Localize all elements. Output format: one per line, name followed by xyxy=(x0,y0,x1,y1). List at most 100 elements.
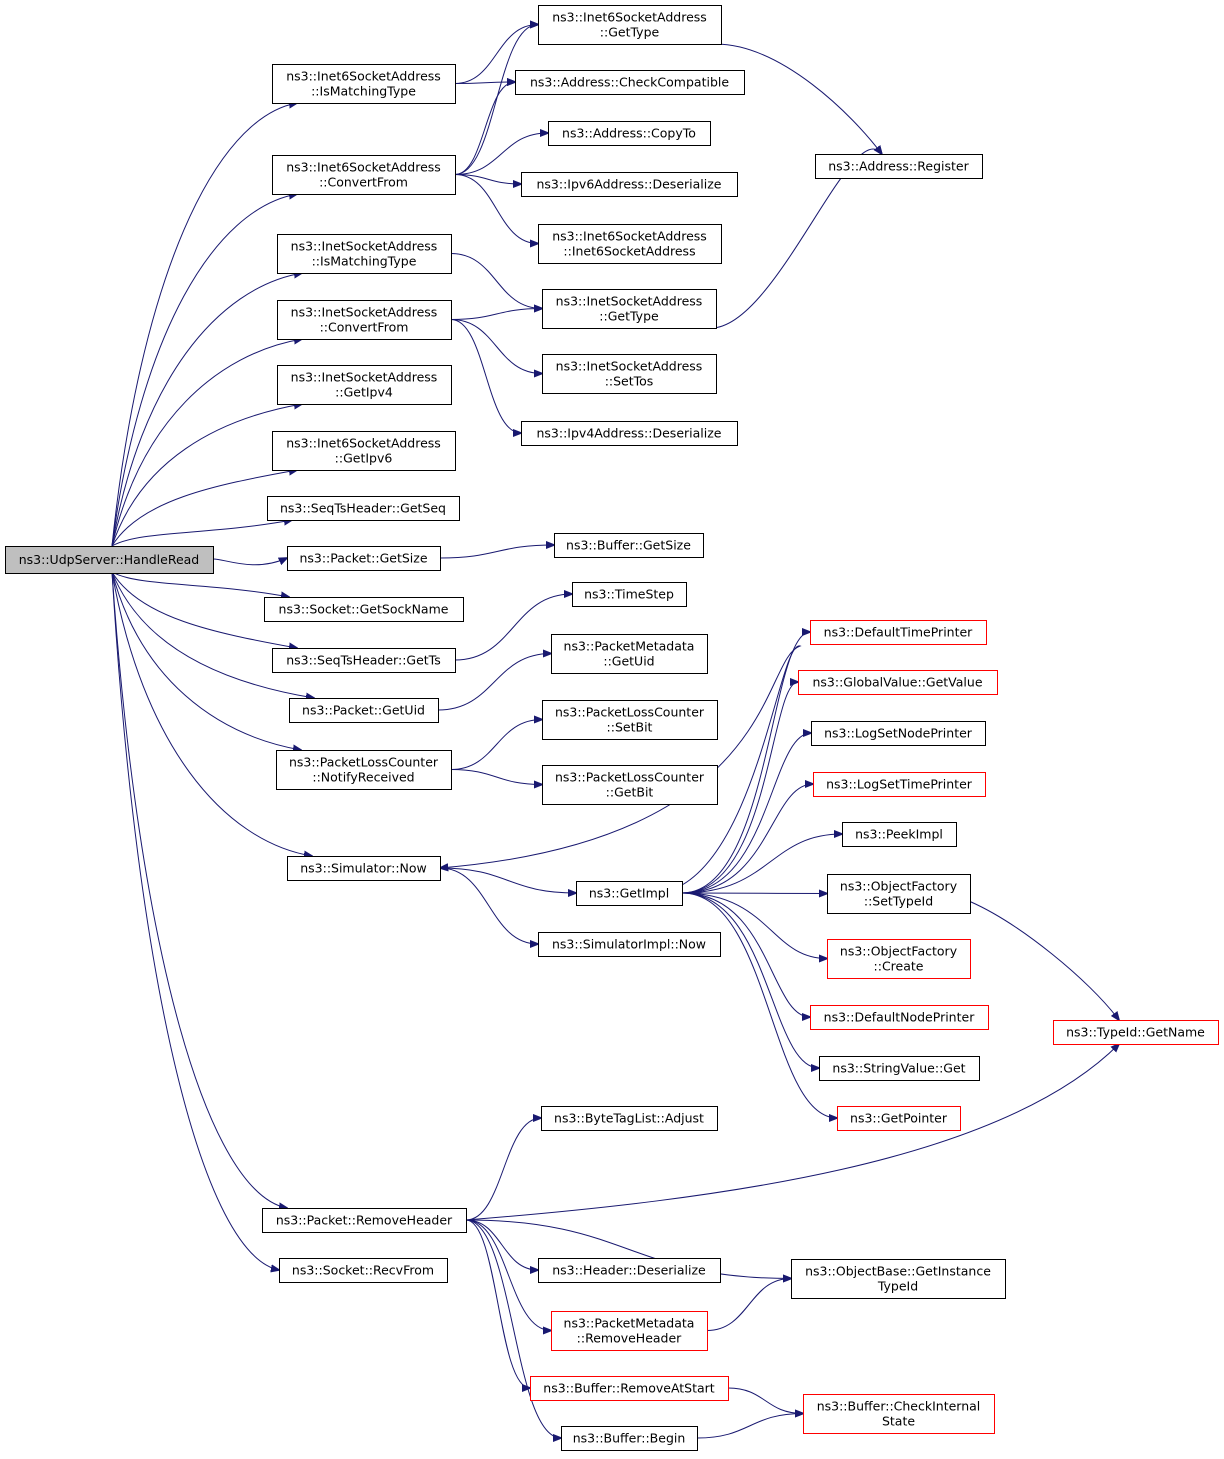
node-typeid-getname[interactable]: ns3::TypeId::GetName xyxy=(1053,1020,1219,1045)
node-addr-checkcompat[interactable]: ns3::Address::CheckCompatible xyxy=(515,70,745,95)
node-label: ::SetTos xyxy=(605,374,654,389)
node-i4-settos[interactable]: ns3::InetSocketAddress::SetTos xyxy=(542,354,717,394)
node-i4-gettype[interactable]: ns3::InetSocketAddress::GetType xyxy=(542,289,717,329)
node-label: ns3::Simulator::Now xyxy=(300,861,427,876)
node-plc-notify[interactable]: ns3::PacketLossCounter::NotifyReceived xyxy=(276,750,452,790)
node-i6-ismatch[interactable]: ns3::Inet6SocketAddress::IsMatchingType xyxy=(272,64,456,104)
edge-plc_notify-plc_getbit xyxy=(450,769,542,785)
node-label: ns3::SeqTsHeader::GetTs xyxy=(286,653,441,668)
node-plc-getbit[interactable]: ns3::PacketLossCounter::GetBit xyxy=(542,765,718,805)
node-box xyxy=(810,1005,989,1030)
node-hdr-deserialize[interactable]: ns3::Header::Deserialize xyxy=(538,1258,721,1283)
edge-root-sock_recvfrom xyxy=(111,571,279,1270)
node-i6-gettype[interactable]: ns3::Inet6SocketAddress::GetType xyxy=(538,5,722,45)
node-box xyxy=(837,1106,961,1131)
node-i6-ctor[interactable]: ns3::Inet6SocketAddress::Inet6SocketAddr… xyxy=(538,224,722,264)
node-buf-getsize[interactable]: ns3::Buffer::GetSize xyxy=(554,533,704,558)
node-ipv4-deserialize[interactable]: ns3::Ipv4Address::Deserialize xyxy=(521,421,738,446)
node-label: ns3::PeekImpl xyxy=(855,827,943,842)
edge-i4_gettype-addr_register xyxy=(710,149,882,329)
node-box xyxy=(279,1258,448,1283)
node-defaultnodeprinter[interactable]: ns3::DefaultNodePrinter xyxy=(810,1005,989,1030)
node-i4-ismatch[interactable]: ns3::InetSocketAddress::IsMatchingType xyxy=(277,234,452,274)
edge-of_settypeid-typeid_getname xyxy=(969,901,1119,1021)
node-sock-getsockname[interactable]: ns3::Socket::GetSockName xyxy=(264,597,464,622)
node-sock-recvfrom[interactable]: ns3::Socket::RecvFrom xyxy=(279,1258,448,1283)
node-seq-getts[interactable]: ns3::SeqTsHeader::GetTs xyxy=(272,648,456,673)
node-box xyxy=(811,721,986,746)
node-box xyxy=(542,354,717,394)
node-label: ns3::Buffer::RemoveAtStart xyxy=(543,1381,715,1396)
node-box xyxy=(815,154,983,179)
node-label: ns3::InetSocketAddress xyxy=(291,370,438,385)
edge-i6_convert-i6_gettype xyxy=(454,25,538,175)
node-box xyxy=(548,121,711,146)
node-box xyxy=(272,64,456,104)
node-addr-register[interactable]: ns3::Address::Register xyxy=(815,154,983,179)
node-pkt-getsize[interactable]: ns3::Packet::GetSize xyxy=(287,546,441,571)
node-peekimpl[interactable]: ns3::PeekImpl xyxy=(842,822,957,847)
node-seq-getseq[interactable]: ns3::SeqTsHeader::GetSeq xyxy=(267,496,460,521)
node-label: ::SetBit xyxy=(607,720,653,735)
node-pm-getuid[interactable]: ns3::PacketMetadata::GetUid xyxy=(551,634,708,674)
node-gv-getvalue[interactable]: ns3::GlobalValue::GetValue xyxy=(798,670,998,695)
node-logsettimeprinter[interactable]: ns3::LogSetTimePrinter xyxy=(813,772,986,797)
node-box xyxy=(515,70,745,95)
node-label: ns3::DefaultNodePrinter xyxy=(824,1010,976,1025)
node-buf-removeatstart[interactable]: ns3::Buffer::RemoveAtStart xyxy=(530,1376,729,1401)
node-pkt-removeheader[interactable]: ns3::Packet::RemoveHeader xyxy=(262,1208,467,1233)
edge-i4_convert-i4_gettype xyxy=(450,309,542,320)
node-box xyxy=(272,155,456,195)
node-i6-convert[interactable]: ns3::Inet6SocketAddress::ConvertFrom xyxy=(272,155,456,195)
edge-getimpl-logsettimeprinter xyxy=(681,784,813,894)
edge-root-sock_getsockname xyxy=(111,571,289,597)
node-box xyxy=(819,1056,980,1081)
edge-pkt_removeheader-btl_adjust xyxy=(465,1118,541,1221)
node-label: ns3::InetSocketAddress xyxy=(291,305,438,320)
edge-root-pkt_getuid xyxy=(111,571,314,698)
node-label: ns3::InetSocketAddress xyxy=(556,294,703,309)
node-i4-getipv4[interactable]: ns3::InetSocketAddress::GetIpv4 xyxy=(277,365,452,405)
node-i6-getipv6[interactable]: ns3::Inet6SocketAddress::GetIpv6 xyxy=(272,431,456,471)
node-box xyxy=(289,698,439,723)
node-getimpl[interactable]: ns3::GetImpl xyxy=(576,881,683,906)
node-label: ns3::GlobalValue::GetValue xyxy=(812,675,982,690)
edge-root-i6_getipv6 xyxy=(111,470,297,547)
node-logsetnodeprinter[interactable]: ns3::LogSetNodePrinter xyxy=(811,721,986,746)
node-label: ns3::Buffer::GetSize xyxy=(566,538,691,553)
node-i4-convert[interactable]: ns3::InetSocketAddress::ConvertFrom xyxy=(277,300,452,340)
node-buf-begin[interactable]: ns3::Buffer::Begin xyxy=(561,1426,698,1451)
edge-root-seq_getseq xyxy=(111,520,292,547)
node-defaulttimeprinter[interactable]: ns3::DefaultTimePrinter xyxy=(810,620,987,645)
node-pm-removeheader[interactable]: ns3::PacketMetadata::RemoveHeader xyxy=(551,1311,708,1351)
edge-getimpl-getpointer xyxy=(681,892,837,1118)
edge-i6_convert-ipv6_deserialize xyxy=(454,174,521,185)
node-sim-now[interactable]: ns3::Simulator::Now xyxy=(287,856,441,881)
node-plc-setbit[interactable]: ns3::PacketLossCounter::SetBit xyxy=(542,700,718,740)
node-of-settypeid[interactable]: ns3::ObjectFactory::SetTypeId xyxy=(827,874,971,914)
edge-pkt_removeheader-typeid_getname xyxy=(465,1044,1119,1221)
node-box xyxy=(262,1208,467,1233)
node-getpointer[interactable]: ns3::GetPointer xyxy=(837,1106,961,1131)
node-btl-adjust[interactable]: ns3::ByteTagList::Adjust xyxy=(541,1106,718,1131)
edge-i4_convert-ipv4_deserialize xyxy=(450,319,521,434)
node-label: ns3::Inet6SocketAddress xyxy=(552,229,707,244)
node-box xyxy=(287,546,441,571)
edge-buf_removeatstart-buf_checkinternal xyxy=(727,1387,803,1414)
node-ipv6-deserialize[interactable]: ns3::Ipv6Address::Deserialize xyxy=(521,172,738,197)
node-simimpl-now[interactable]: ns3::SimulatorImpl::Now xyxy=(538,932,721,957)
node-pkt-getuid[interactable]: ns3::Packet::GetUid xyxy=(289,698,439,723)
node-label: ns3::LogSetNodePrinter xyxy=(824,726,973,741)
node-box xyxy=(538,224,722,264)
node-box xyxy=(798,670,998,695)
node-label: ns3::Packet::RemoveHeader xyxy=(276,1213,453,1228)
edge-pkt_removeheader-buf_removeatstart xyxy=(465,1219,530,1388)
node-addr-copyto[interactable]: ns3::Address::CopyTo xyxy=(548,121,711,146)
node-of-create[interactable]: ns3::ObjectFactory::Create xyxy=(827,939,971,979)
node-label: ns3::PacketMetadata xyxy=(564,1316,695,1331)
node-box xyxy=(521,421,738,446)
node-timestep[interactable]: ns3::TimeStep xyxy=(572,582,687,607)
node-stringvalue-get[interactable]: ns3::StringValue::Get xyxy=(819,1056,980,1081)
